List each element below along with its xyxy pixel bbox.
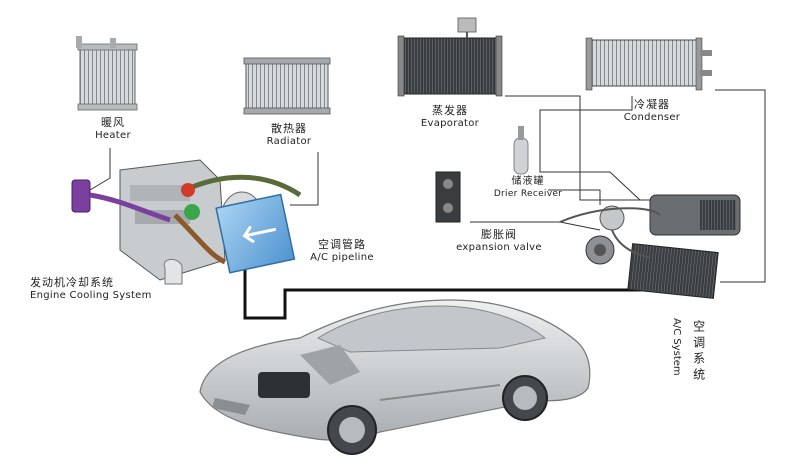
pipeline-label: 空调管路 A/C pipeline — [302, 238, 382, 264]
evaporator-label-en: Evaporator — [420, 117, 480, 129]
car-illustration — [199, 299, 591, 455]
evaporator-label-zh: 蒸发器 — [432, 104, 468, 117]
evaporator-label: 蒸发器 Evaporator — [412, 104, 488, 130]
connector-lines — [89, 89, 766, 283]
condenser — [585, 37, 712, 91]
drier-receiver — [513, 126, 529, 175]
expansion-label-zh: 膨胀阀 — [481, 228, 517, 241]
engine-cooling-label-en: Engine Cooling System — [30, 289, 152, 301]
heater-line — [89, 148, 111, 191]
engine-cooling-label: 发动机冷却系统 Engine Cooling System — [30, 276, 170, 302]
condenser-label: 冷凝器 Condenser — [612, 98, 692, 124]
condenser-line — [539, 96, 641, 201]
drier-label-zh: 储液罐 — [511, 176, 545, 187]
radiator-line — [290, 152, 319, 206]
heater-core — [76, 36, 138, 111]
condenser-right-line — [715, 89, 766, 283]
radiator-label: 散热器 Radiator — [254, 122, 324, 148]
condenser-label-zh: 冷凝器 — [634, 98, 670, 111]
ac-system-components — [559, 194, 741, 299]
pipeline-label-zh: 空调管路 — [318, 238, 366, 251]
ac-system-label-zh: 空调系统 — [691, 320, 706, 384]
radiator — [243, 57, 331, 115]
engine-cooling-system — [71, 159, 302, 285]
expansion-label-en: expansion valve — [456, 241, 542, 253]
pipeline-label-en: A/C pipeline — [310, 251, 374, 263]
ac-system-label-en: A/C System — [671, 318, 682, 376]
evaporator — [397, 17, 503, 97]
drier-label: 储液罐 Drier Receiver — [488, 176, 568, 200]
radiator-label-en: Radiator — [266, 135, 312, 147]
heater-label-en: Heater — [95, 129, 131, 141]
condenser-label-en: Condenser — [623, 111, 681, 123]
drier-line — [548, 189, 601, 205]
engine-cooling-label-zh: 发动机冷却系统 — [30, 276, 114, 289]
heater-label-zh: 暖风 — [101, 116, 125, 129]
drier-label-en: Drier Receiver — [493, 188, 563, 199]
radiator-label-zh: 散热器 — [271, 122, 307, 135]
heater-label: 暖风 Heater — [88, 116, 138, 142]
evaporator-line — [505, 95, 650, 201]
expansion-label: 膨胀阀 expansion valve — [444, 228, 554, 254]
expansion-valve — [435, 171, 461, 223]
